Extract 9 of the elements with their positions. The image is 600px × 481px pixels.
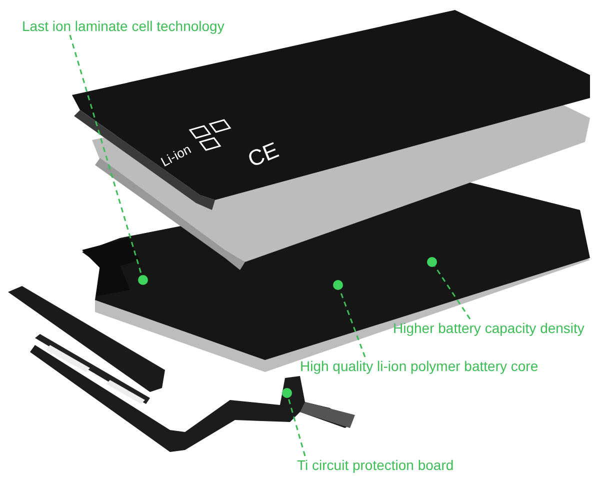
battery-label-text: Li-ion bbox=[158, 141, 194, 170]
callout-text: High quality li-ion polymer battery core bbox=[300, 357, 538, 375]
leader-line bbox=[434, 266, 471, 320]
leader-line bbox=[69, 34, 142, 276]
callout-text: Higher battery capacity density bbox=[393, 319, 584, 337]
callout-text: Ti circuit protection board bbox=[297, 456, 454, 474]
leader-line bbox=[288, 398, 306, 456]
battery-label-text: CE bbox=[244, 137, 282, 173]
callout-text: Last ion laminate cell technology bbox=[22, 17, 224, 35]
